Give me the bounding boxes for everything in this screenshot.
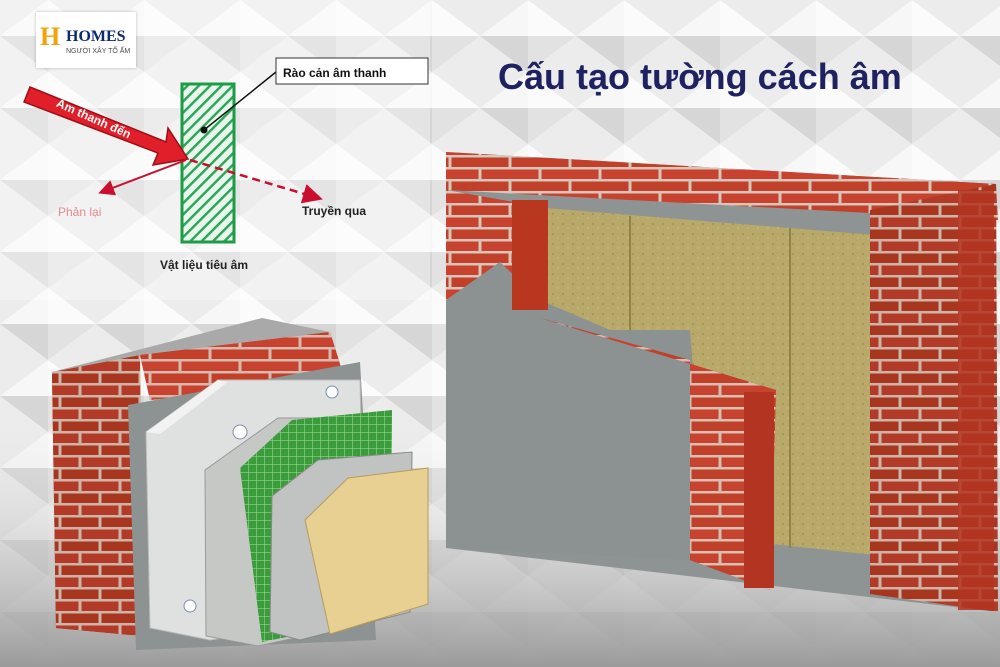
logo-tagline: NGƯỜI XÂY TỔ ẤM (66, 48, 131, 55)
logo-brand: HOMES (66, 28, 126, 45)
material-label: Vật liệu tiêu âm (160, 258, 249, 272)
page-title: Cấu tạo tường cách âm (498, 56, 902, 97)
wall-layers-illustration (52, 318, 429, 650)
barrier-label: Rào cản âm thanh (283, 66, 387, 80)
logo-mark: H (40, 22, 61, 51)
logo: H HOMES NGƯỜI XÂY TỔ ẤM (36, 12, 136, 68)
transmitted-label: Truyền qua (302, 204, 367, 218)
brick-wall-illustration (446, 152, 998, 612)
sound-barrier-diagram (23, 57, 429, 244)
reflected-label: Phản lại (58, 205, 102, 219)
sound-arrow-icon (23, 86, 190, 166)
